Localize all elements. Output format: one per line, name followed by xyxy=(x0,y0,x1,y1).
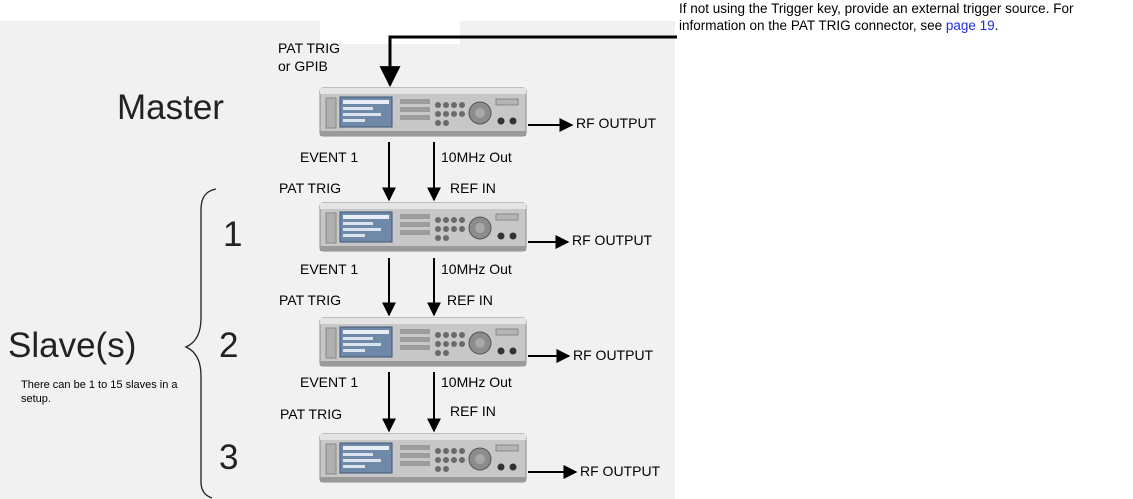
slave-number-1: 1 xyxy=(223,215,243,254)
slave-number-2: 2 xyxy=(219,326,239,365)
rf-output-label-2: RF OUTPUT xyxy=(573,347,654,363)
event1-label-1: EVENT 1 xyxy=(300,149,359,165)
rf-output-label-3: RF OUTPUT xyxy=(580,463,661,479)
pat-trig-label-2: PAT TRIG xyxy=(279,292,341,308)
pat-trig-label-1: PAT TRIG xyxy=(279,180,341,196)
master-label: Master xyxy=(117,88,224,127)
slave-number-3: 3 xyxy=(219,438,239,477)
trigger-note: If not using the Trigger key, provide an… xyxy=(679,1,1129,34)
tenmhz-out-label-2: 10MHz Out xyxy=(441,261,512,277)
slaves-note: There can be 1 to 15 slaves in a setup. xyxy=(21,379,178,405)
ref-in-label-3: REF IN xyxy=(450,403,496,419)
signal-generator-icon xyxy=(319,202,527,252)
trigger-note-text: If not using the Trigger key, provide an… xyxy=(679,1,1074,33)
trigger-input-arrow xyxy=(379,35,677,88)
signal-generator-icon xyxy=(319,317,527,367)
event1-label-2: EVENT 1 xyxy=(300,261,359,277)
input-label-line1: PAT TRIG xyxy=(278,40,340,56)
signal-generator-icon xyxy=(319,87,527,137)
event1-label-3: EVENT 1 xyxy=(300,374,359,390)
ref-in-label-2: REF IN xyxy=(447,292,493,308)
rf-output-label-1: RF OUTPUT xyxy=(572,232,653,248)
trigger-note-end: . xyxy=(994,17,999,33)
ref-in-label-1: REF IN xyxy=(450,180,496,196)
curly-brace-icon xyxy=(184,188,217,499)
slaves-label: Slave(s) xyxy=(8,326,137,365)
page-19-link[interactable]: page 19 xyxy=(945,17,995,33)
pat-trig-label-3: PAT TRIG xyxy=(280,406,342,422)
input-label-line2: or GPIB xyxy=(278,58,328,74)
rf-output-label-master: RF OUTPUT xyxy=(576,115,657,131)
tenmhz-out-label-1: 10MHz Out xyxy=(441,149,512,165)
tenmhz-out-label-3: 10MHz Out xyxy=(441,374,512,390)
signal-generator-icon xyxy=(319,433,527,483)
